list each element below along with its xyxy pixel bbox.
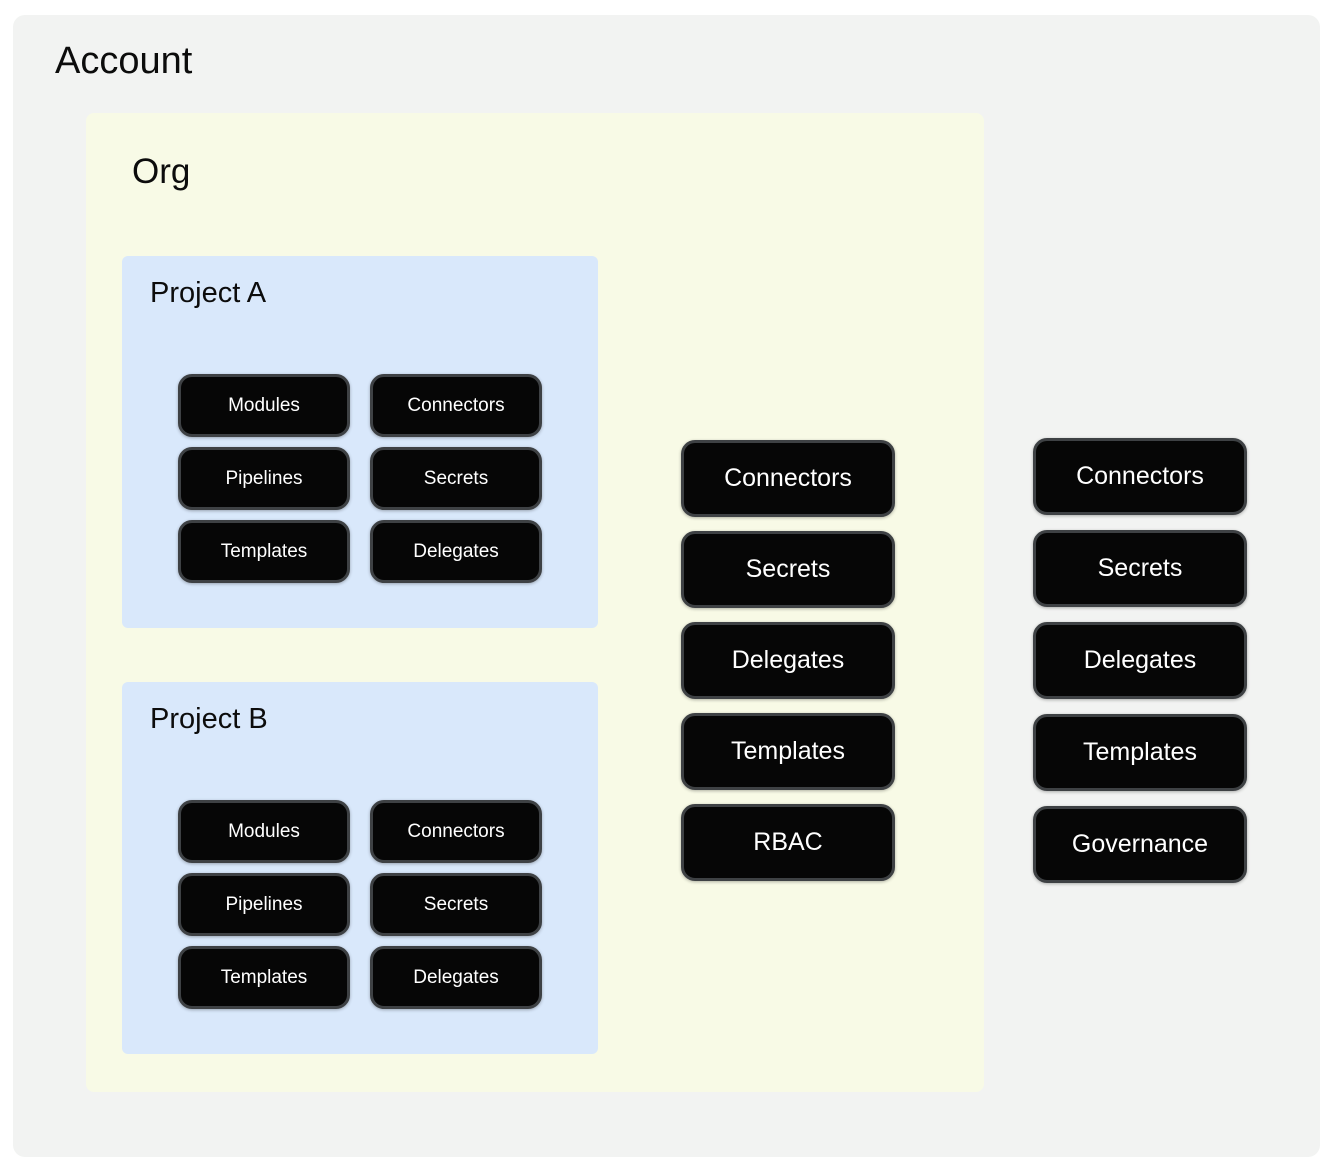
account-resource-column: Connectors Secrets Delegates Templates G…: [1033, 438, 1247, 883]
account-pill-secrets: Secrets: [1033, 530, 1247, 607]
project-a-title: Project A: [150, 277, 267, 309]
project-b-container: Project B Modules Connectors Pipelines S…: [122, 682, 598, 1054]
org-pill-connectors: Connectors: [681, 440, 895, 517]
project-a-pill-templates: Templates: [178, 520, 350, 583]
project-a-pill-modules: Modules: [178, 374, 350, 437]
account-pill-templates: Templates: [1033, 714, 1247, 791]
org-pill-secrets: Secrets: [681, 531, 895, 608]
project-b-pill-templates: Templates: [178, 946, 350, 1009]
project-b-pill-delegates: Delegates: [370, 946, 542, 1009]
org-title: Org: [132, 152, 191, 191]
org-pill-delegates: Delegates: [681, 622, 895, 699]
project-a-container: Project A Modules Connectors Pipelines S…: [122, 256, 598, 628]
org-pill-templates: Templates: [681, 713, 895, 790]
org-container: Org Project A Modules Connectors Pipelin…: [86, 113, 984, 1092]
project-a-pill-secrets: Secrets: [370, 447, 542, 510]
project-b-pill-secrets: Secrets: [370, 873, 542, 936]
project-b-pill-connectors: Connectors: [370, 800, 542, 863]
project-a-resource-grid: Modules Connectors Pipelines Secrets Tem…: [178, 374, 542, 583]
org-pill-rbac: RBAC: [681, 804, 895, 881]
project-b-resource-grid: Modules Connectors Pipelines Secrets Tem…: [178, 800, 542, 1009]
project-a-pill-pipelines: Pipelines: [178, 447, 350, 510]
project-a-pill-connectors: Connectors: [370, 374, 542, 437]
account-pill-connectors: Connectors: [1033, 438, 1247, 515]
account-container: Account Org Project A Modules Connectors…: [13, 15, 1320, 1157]
project-b-title: Project B: [150, 703, 268, 735]
project-a-pill-delegates: Delegates: [370, 520, 542, 583]
project-b-pill-modules: Modules: [178, 800, 350, 863]
project-b-pill-pipelines: Pipelines: [178, 873, 350, 936]
account-pill-delegates: Delegates: [1033, 622, 1247, 699]
account-pill-governance: Governance: [1033, 806, 1247, 883]
org-resource-column: Connectors Secrets Delegates Templates R…: [681, 440, 895, 881]
account-title: Account: [55, 40, 193, 82]
